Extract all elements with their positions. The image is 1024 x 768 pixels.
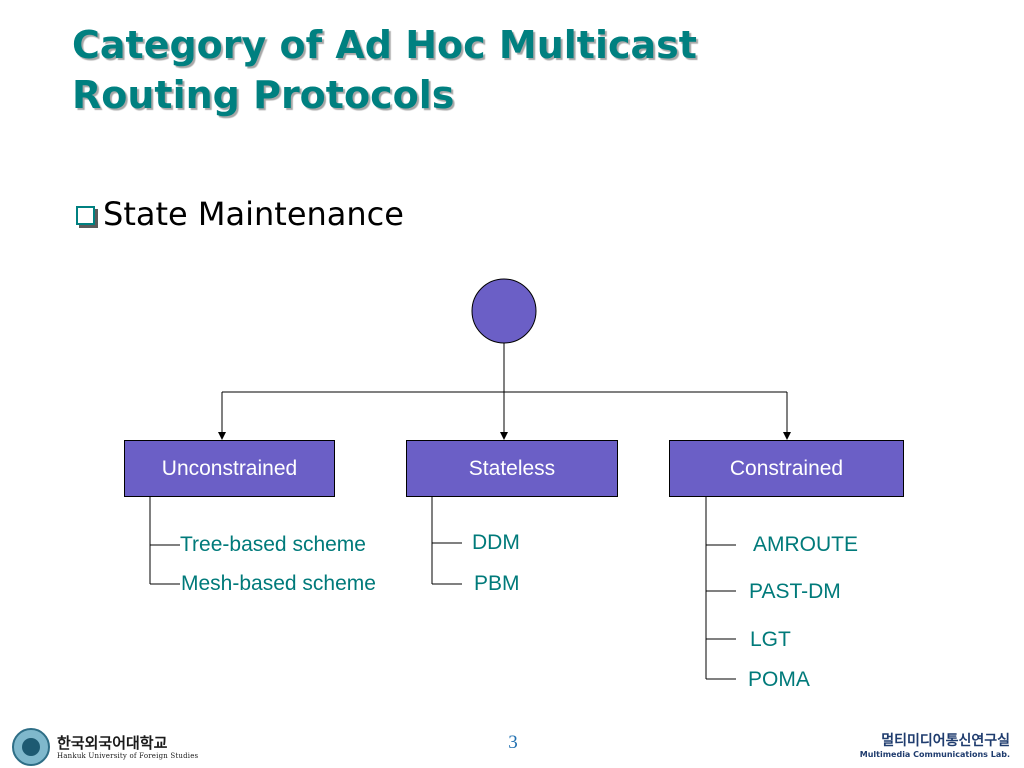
leaf-tree-based-scheme: Tree-based scheme (180, 533, 366, 556)
stateless-branches (431, 496, 462, 585)
category-box-unconstrained: Unconstrained (124, 440, 335, 497)
constrained-branches (705, 496, 736, 680)
category-box-constrained: Constrained (669, 440, 904, 497)
category-label-constrained: Constrained (729, 456, 844, 480)
category-label-stateless: Stateless (468, 456, 556, 480)
unconstrained-branches (149, 496, 180, 585)
leaf-lgt: LGT (750, 628, 791, 651)
slide-title-line-1: Category of Ad Hoc Multicast (72, 23, 697, 67)
root-node (471, 278, 537, 344)
lab-name-korean: 멀티미디어통신연구실 (881, 733, 1010, 749)
university-name-korean: 한국외국어대학교 (57, 733, 168, 752)
bullet-item: State Maintenance (76, 192, 404, 236)
category-box-stateless: Stateless (406, 440, 618, 497)
university-seal-icon (12, 728, 50, 766)
page-number: 3 (508, 732, 518, 753)
leaf-mesh-based-scheme: Mesh-based scheme (181, 572, 376, 595)
slide-title-line-2: Routing Protocols (72, 73, 455, 117)
slide-title: Category of Ad Hoc Multicast Routing Pro… (72, 20, 972, 120)
bullet-text: State Maintenance (103, 195, 404, 233)
lab-logo: 멀티미디어통신연구실 Multimedia Communications Lab… (860, 733, 1010, 760)
leaf-ddm: DDM (472, 531, 520, 554)
checkbox-bullet-icon (76, 205, 95, 225)
leaf-amroute: AMROUTE (753, 533, 858, 556)
leaf-past-dm: PAST-DM (749, 580, 841, 603)
leaf-pbm: PBM (474, 572, 520, 595)
lab-name-english: Multimedia Communications Lab. (859, 750, 1010, 759)
leaf-poma: POMA (748, 668, 810, 691)
university-name-english: Hankuk University of Foreign Studies (57, 751, 199, 760)
category-label-unconstrained: Unconstrained (161, 456, 298, 480)
university-logo: 한국외국어대학교 Hankuk University of Foreign St… (12, 728, 198, 766)
